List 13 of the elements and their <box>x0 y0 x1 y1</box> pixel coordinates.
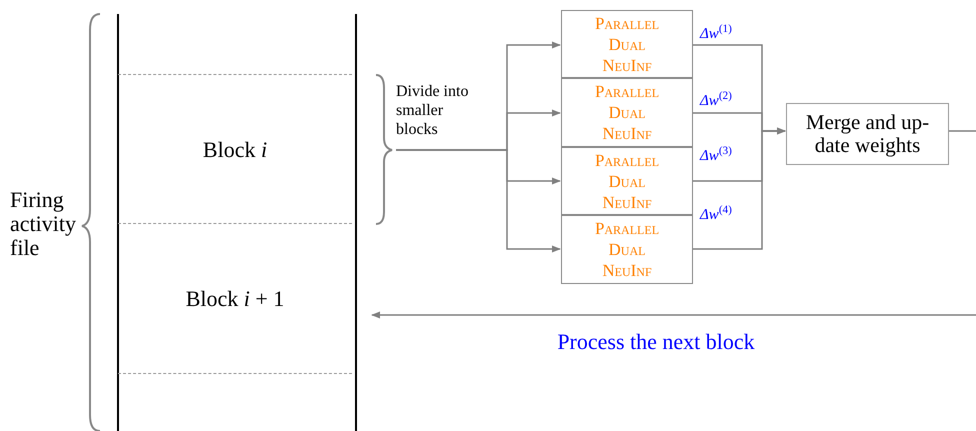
block-region: Block i + 1 <box>118 224 352 374</box>
block-region: Block i <box>118 74 352 224</box>
note-text: Divide into smaller blocks <box>396 82 488 150</box>
connector-arrow <box>396 149 561 253</box>
process-box: Parallel Dual NeuInf <box>561 78 693 147</box>
process-box: Parallel Dual NeuInf <box>561 147 693 215</box>
side-label: Firing activity file <box>10 188 77 260</box>
connector-arrow <box>371 130 976 319</box>
file-column <box>117 14 357 431</box>
process-box: Parallel Dual NeuInf <box>561 215 693 284</box>
process-box: Parallel Dual NeuInf <box>561 10 693 78</box>
process-box: Merge and up-date weights <box>786 103 949 165</box>
connector-arrow <box>693 127 786 250</box>
